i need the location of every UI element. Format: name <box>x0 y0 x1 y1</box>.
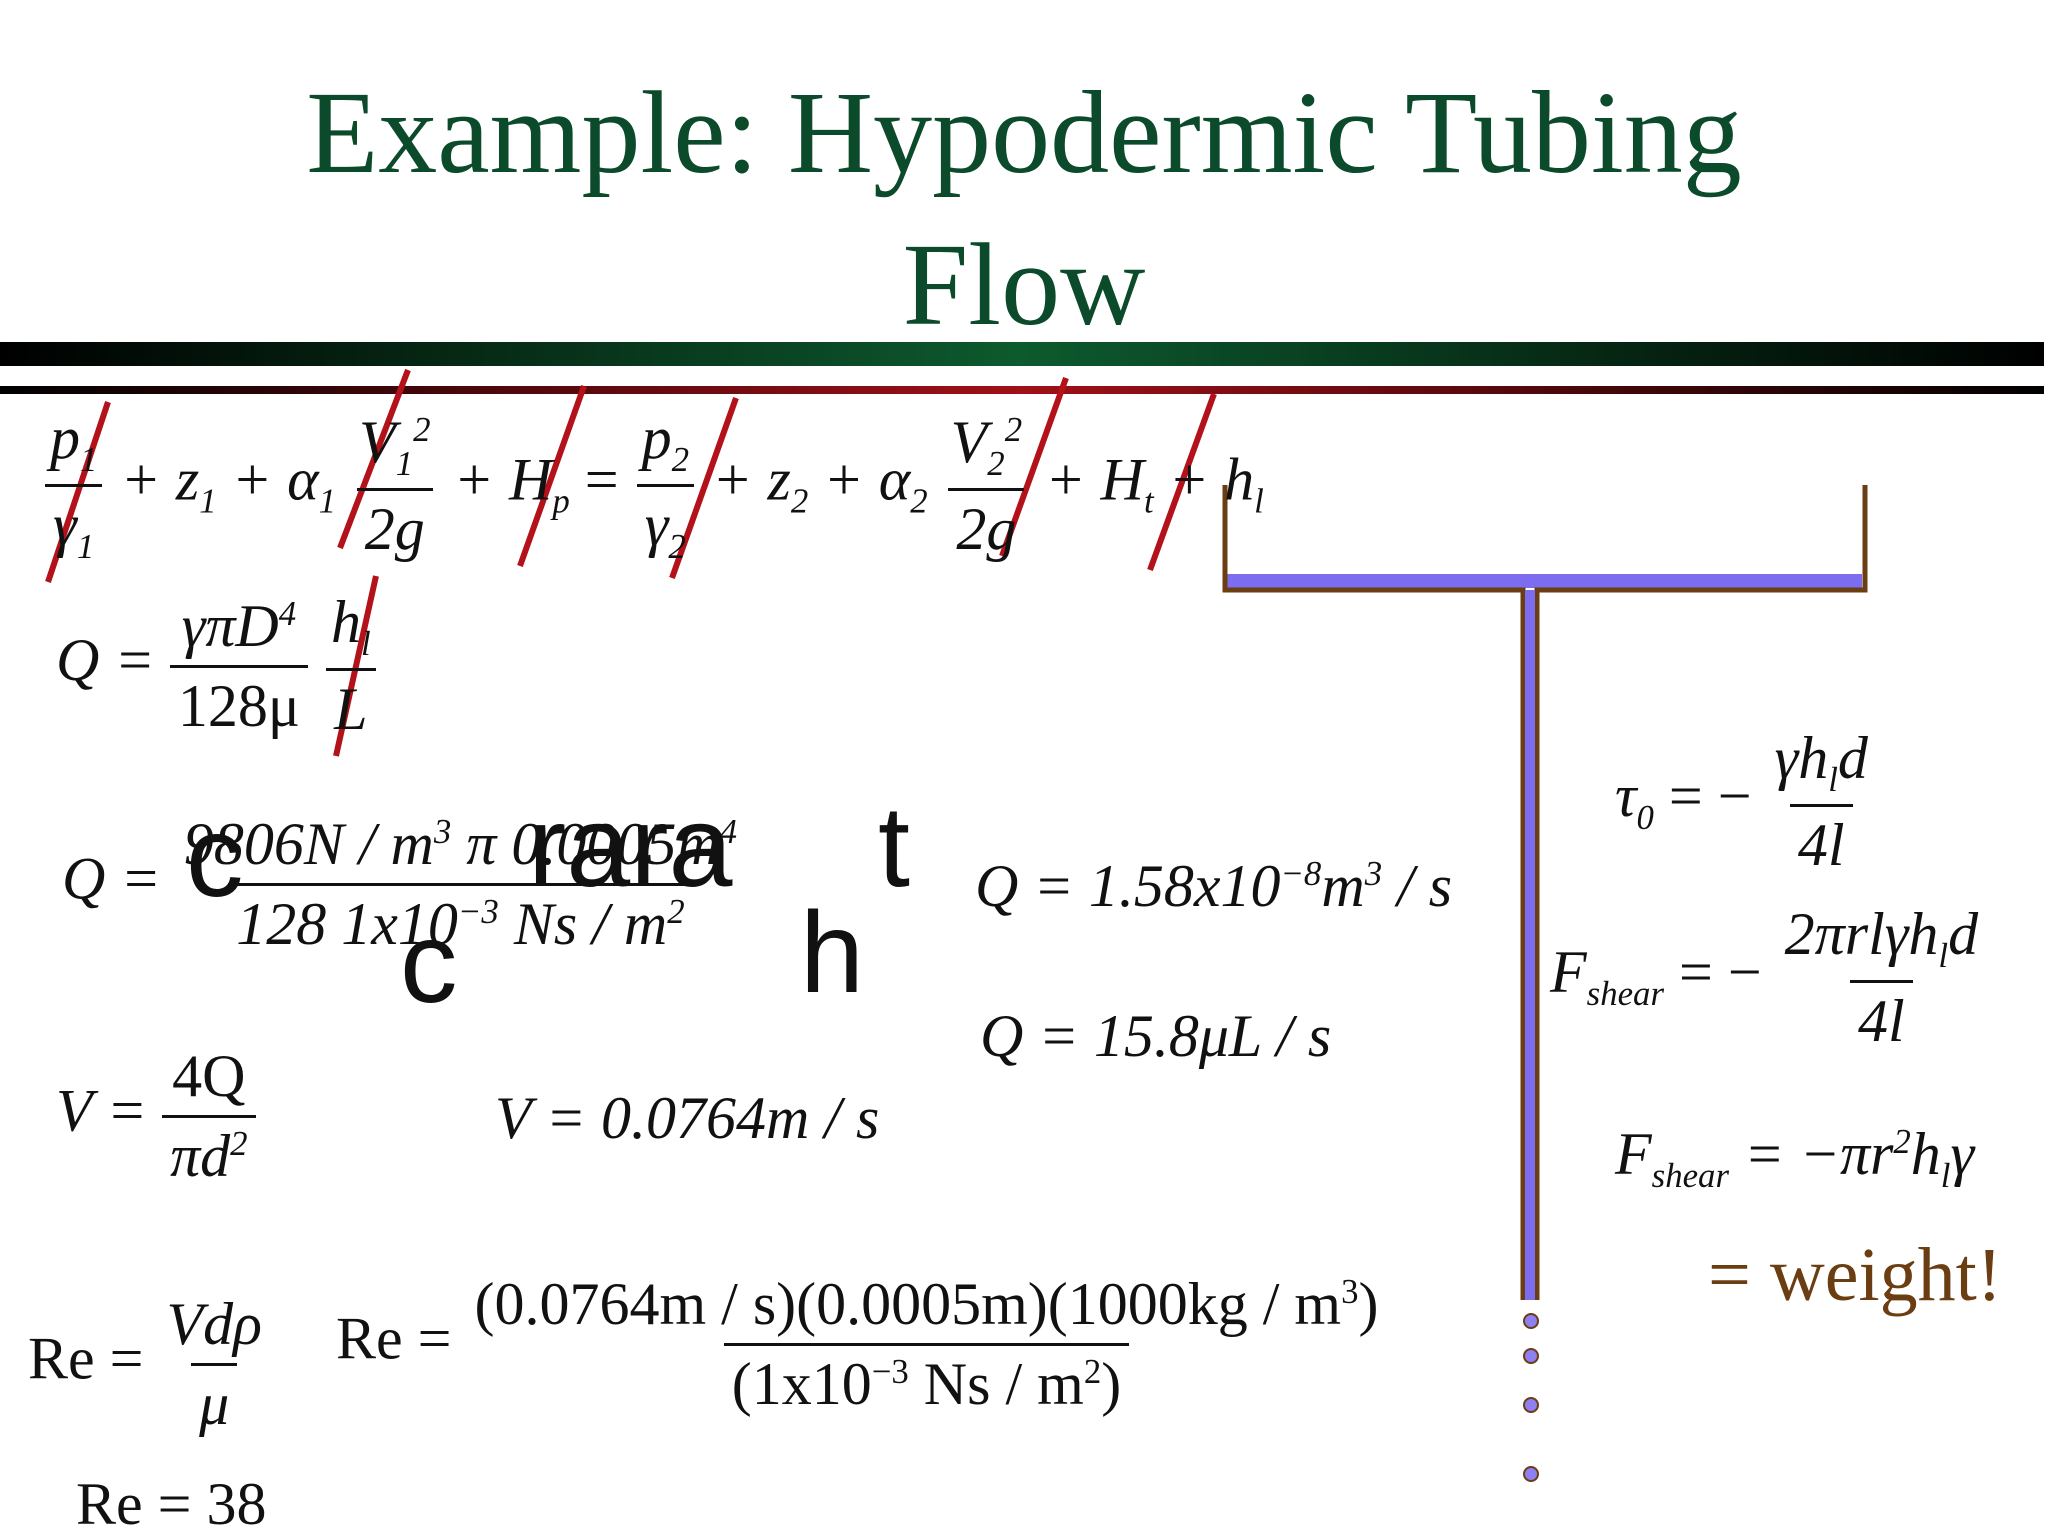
drip-dot <box>1523 1313 1539 1329</box>
strike-hl <box>333 575 379 757</box>
reynolds-result: Re = 38 <box>76 1471 267 1537</box>
overlay-glyph-c1: c <box>186 793 244 921</box>
flow-result-2: Q = 15.8μL / s <box>980 1003 1332 1069</box>
tank-wall <box>1222 485 1526 1300</box>
strike-marks <box>45 368 1217 757</box>
flow-result-1: Q = 1.58x10−8m3 / s <box>975 853 1453 919</box>
overlay-glyph-h: h <box>800 889 864 1017</box>
strike-v1 <box>337 368 411 550</box>
tank-wall-right <box>1534 485 1868 1300</box>
strike-p1 <box>45 401 111 583</box>
velocity-result: V = 0.0764m / s <box>495 1085 880 1151</box>
slide-title-line2: Flow <box>902 219 1146 350</box>
strike-hp <box>517 384 587 568</box>
divider-bar-bottom <box>0 386 2044 394</box>
shear-weight-equation: Fshear = −πr2hlγ <box>1615 1121 1975 1195</box>
tank-fluid <box>1226 574 1862 588</box>
overlay-glyph-t: t <box>878 783 910 911</box>
drip-dot <box>1523 1397 1539 1413</box>
tank-diagram <box>1222 485 1868 1482</box>
strike-ht <box>1147 392 1217 572</box>
overlay-glyph-c2: c <box>400 899 458 1027</box>
strike-v2 <box>999 376 1069 558</box>
strike-p2 <box>669 396 739 580</box>
divider-bar-top <box>0 342 2044 366</box>
drip-dot <box>1523 1348 1539 1364</box>
weight-label: = weight! <box>1708 1233 2003 1317</box>
reynolds-substitution: Re = (0.0764m / s)(0.0005m)(1000kg / m3)… <box>336 1271 1379 1417</box>
drip-dot <box>1523 1466 1539 1482</box>
tube-fluid <box>1525 590 1535 1300</box>
slide-title-line1: Example: Hypodermic Tubing <box>306 67 1742 198</box>
overlay-glyph-rara: rara <box>528 783 733 911</box>
